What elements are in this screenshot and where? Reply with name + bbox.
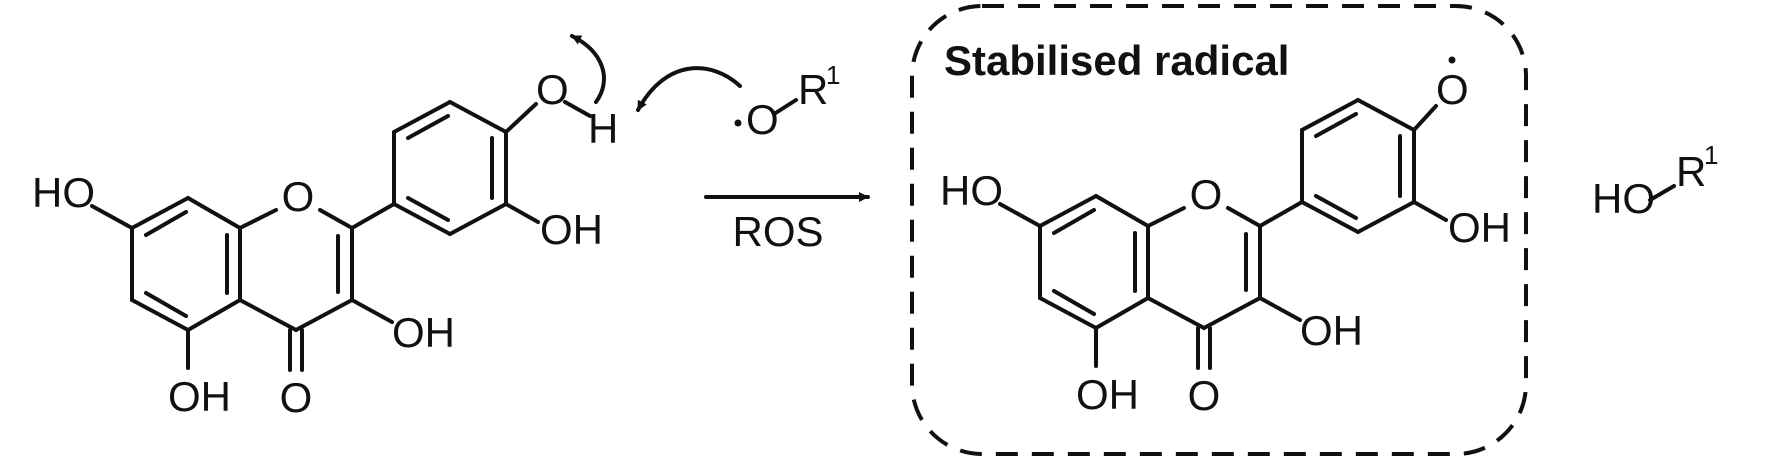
hydroxyl-3-label: OH	[392, 309, 455, 356]
r-superscript: 1	[826, 60, 840, 90]
phenoxyl-oxygen-label: O	[1436, 66, 1469, 113]
abstracted-hydrogen-label: H	[588, 105, 618, 152]
alcohol-r-superscript: 1	[1704, 140, 1718, 170]
alcohol-product: HO R 1	[1592, 140, 1718, 222]
ring-oxygen-label: O	[1190, 171, 1223, 218]
hydroxyl-5-label: OH	[168, 373, 231, 420]
alcohol-oxygen-label: HO	[1592, 175, 1655, 222]
hydroxyl-7-label: HO	[32, 169, 95, 216]
hydroxyl-3prime-label: OH	[1448, 204, 1511, 251]
hydroxyl-7-label: HO	[940, 167, 1003, 214]
ring-oxygen-label: O	[282, 173, 315, 220]
stabilised-radical-box	[910, 4, 1528, 456]
radical-oxygen-label: O	[746, 96, 779, 143]
hydroxyl-4prime-oxygen-label: O	[536, 66, 569, 113]
r-group-label: R	[798, 66, 828, 113]
carbonyl-oxygen-label: O	[1188, 372, 1221, 419]
carbonyl-oxygen-label: O	[280, 374, 313, 421]
hydroxyl-3prime-label: OH	[540, 206, 603, 253]
quercetin-molecule: O HO OH O OH OH O H	[32, 66, 618, 421]
hydroxyl-5-label: OH	[1076, 371, 1139, 418]
electron-arrow-oh-bond	[570, 34, 606, 104]
radical-dot	[1448, 56, 1456, 64]
hydroxyl-3-label: OH	[1300, 307, 1363, 354]
electron-arrow-radical	[636, 66, 742, 112]
ros-label: ROS	[732, 208, 823, 255]
alcohol-r-group-label: R	[1676, 148, 1706, 195]
alkoxyl-radical: O R 1	[734, 60, 840, 143]
stabilised-radical-molecule: O HO OH O OH OH O	[940, 56, 1511, 419]
stabilised-radical-title: Stabilised radical	[944, 37, 1289, 84]
